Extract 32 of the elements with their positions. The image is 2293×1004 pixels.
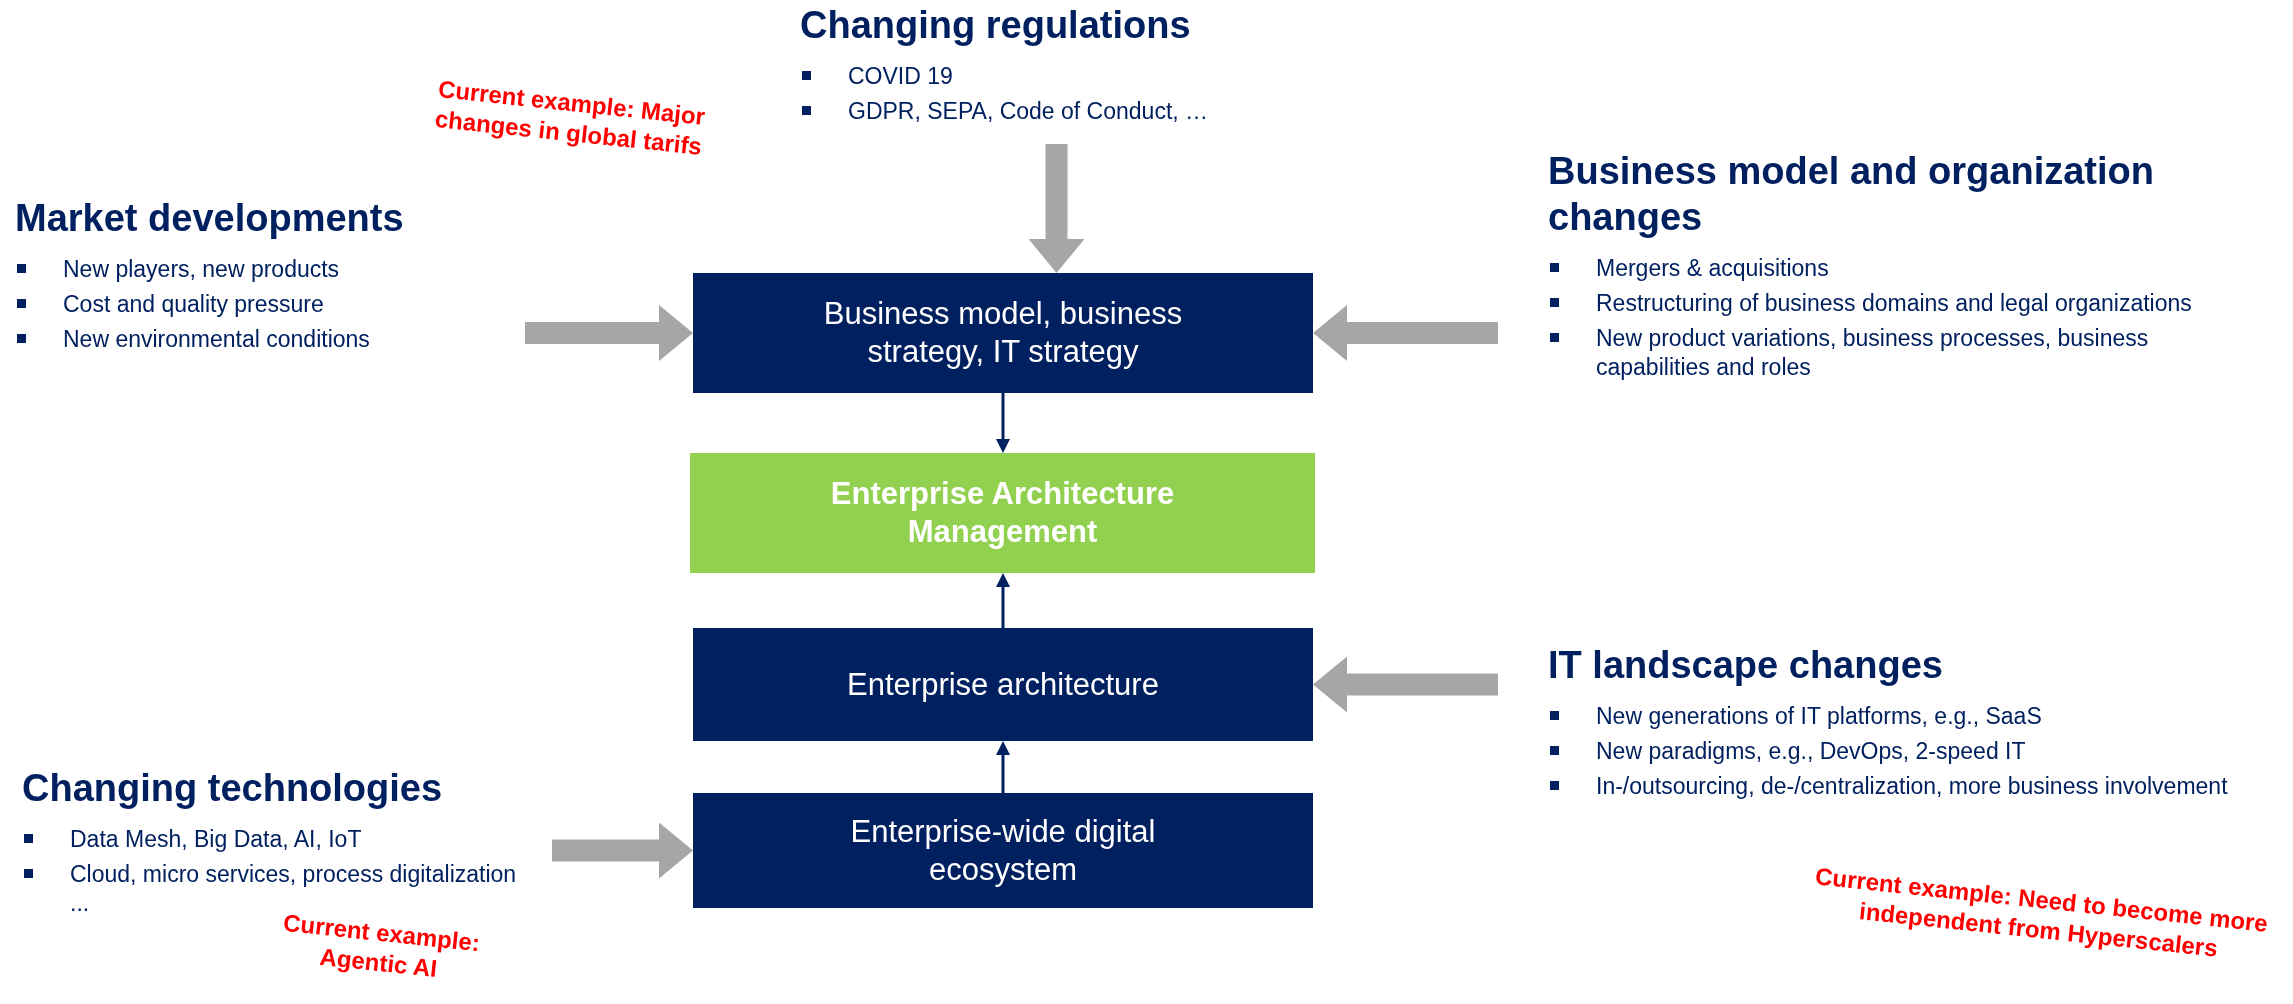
bullet-item: Data Mesh, Big Data, AI, IoT xyxy=(22,825,522,854)
process-box: Enterprise-wide digital ecosystem xyxy=(693,793,1313,908)
arrow xyxy=(996,393,1010,453)
arrow xyxy=(525,305,693,361)
bullet-item: In-/outsourcing, de-/centralization, more business involvement xyxy=(1548,772,2268,801)
bullet-item: COVID 19 xyxy=(800,62,1320,91)
group-heading: IT landscape changes xyxy=(1548,643,1944,688)
arrow xyxy=(1028,144,1085,273)
group-heading: Business model and organization changes xyxy=(1548,149,2155,240)
bullet-item: Mergers & acquisitions xyxy=(1548,254,2208,283)
process-box: Business model, business strategy, IT strategy xyxy=(693,273,1313,393)
bullet-item: New environmental conditions xyxy=(15,325,495,354)
example-note: Current example: Major changes in global tarifs xyxy=(432,74,708,162)
example-note: Current example: Need to become more independent from Hyperscalers xyxy=(1813,861,2271,964)
bullet-item: New product variations, business processes, business capabilities and roles xyxy=(1548,324,2208,382)
arrow xyxy=(1313,305,1498,361)
arrow xyxy=(996,741,1010,793)
arrow xyxy=(552,822,693,879)
bullet-item: Restructuring of business domains and legal organizations xyxy=(1548,289,2208,318)
group-heading: Changing regulations xyxy=(800,3,1192,48)
bullet-item: GDPR, SEPA, Code of Conduct, … xyxy=(800,97,1320,126)
process-box: Enterprise architecture xyxy=(693,628,1313,741)
arrow xyxy=(1313,656,1498,713)
example-note: Current example: Agentic AI xyxy=(281,907,483,984)
process-box: Enterprise Architecture Management xyxy=(690,453,1315,573)
bullet-item: Cost and quality pressure xyxy=(15,290,495,319)
bullet-item: New paradigms, e.g., DevOps, 2-speed IT xyxy=(1548,737,2268,766)
arrow xyxy=(996,573,1010,628)
bullet-item: New generations of IT platforms, e.g., SaaS xyxy=(1548,702,2268,731)
group-heading: Market developments xyxy=(15,196,405,241)
bullet-item: New players, new products xyxy=(15,255,495,284)
group-heading: Changing technologies xyxy=(22,766,444,811)
